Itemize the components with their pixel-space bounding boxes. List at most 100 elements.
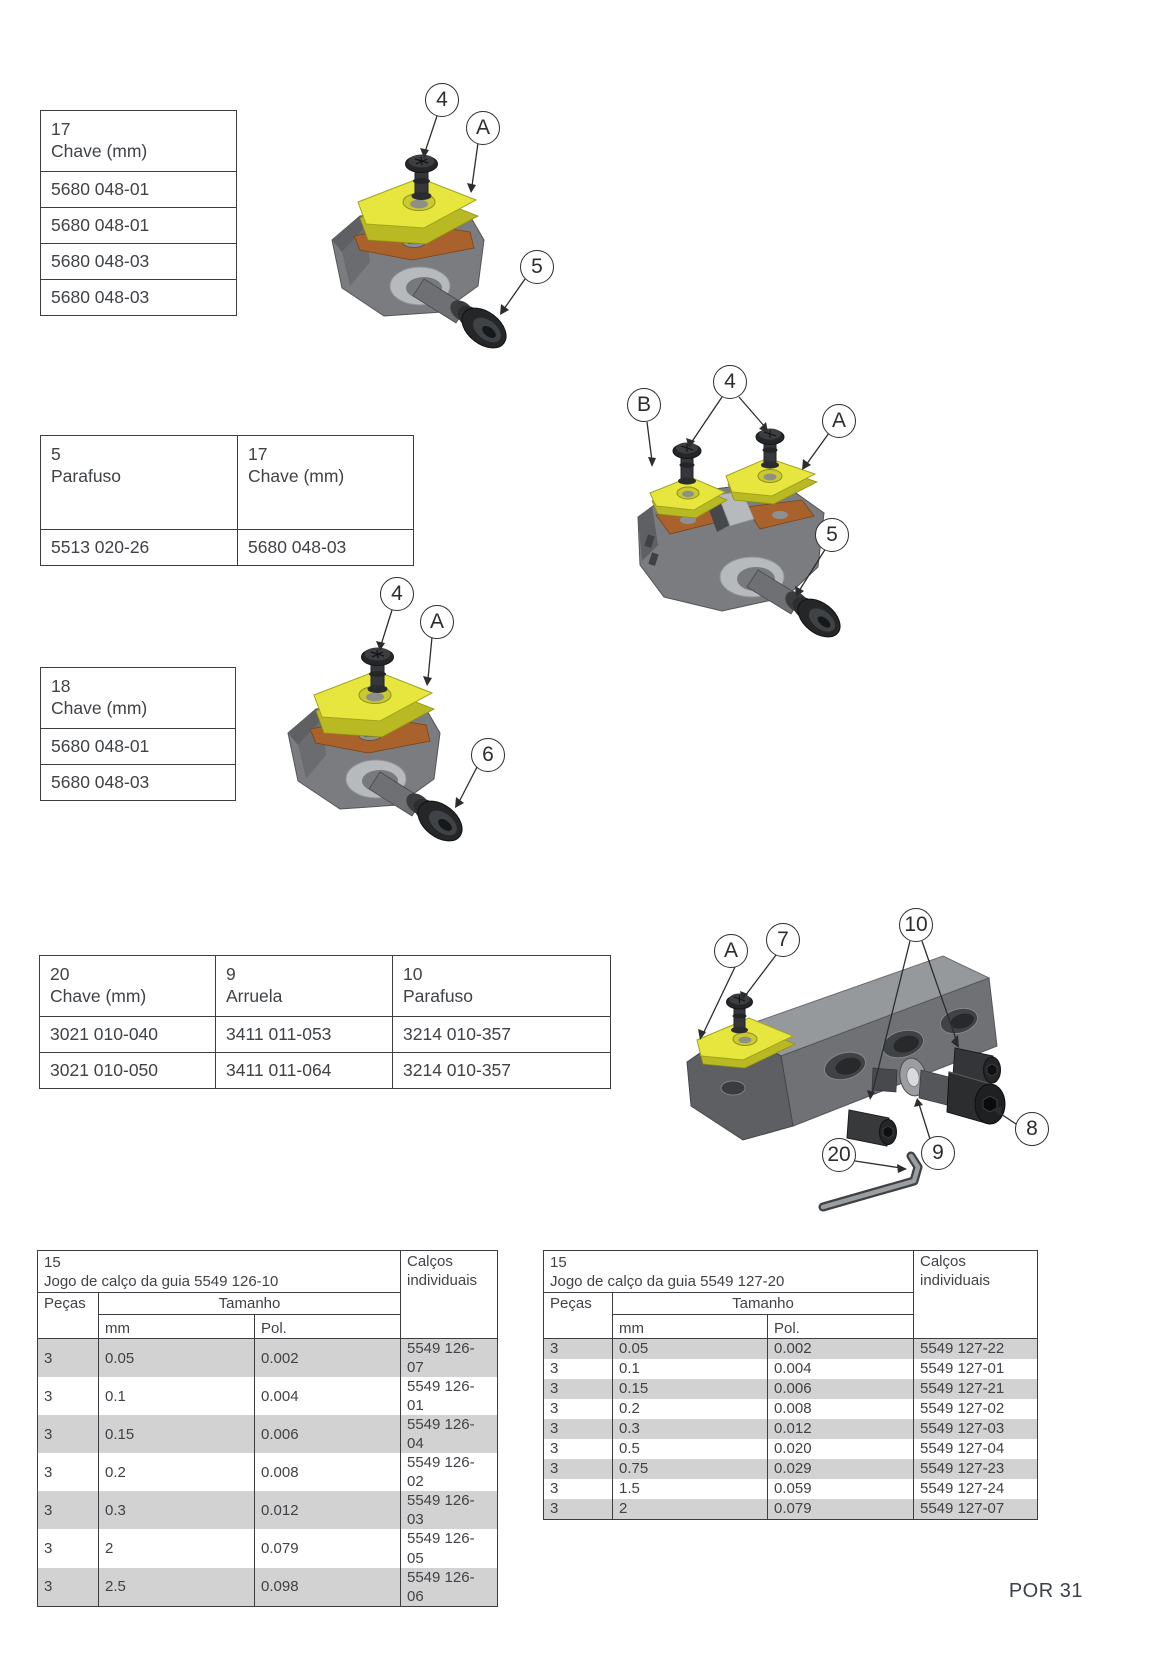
callout-A: A xyxy=(714,934,748,968)
shim-cell: 0.5 xyxy=(612,1439,768,1459)
callout-20: 20 xyxy=(822,1138,856,1172)
shim-cell: 0.004 xyxy=(254,1377,401,1416)
inch-header: Pol. xyxy=(254,1314,401,1339)
shim-cell: 5549 126-05 xyxy=(400,1529,498,1568)
shim-set-title: Jogo de calço da guia 5549 127-20 xyxy=(550,1273,785,1290)
shim-cell: 3 xyxy=(37,1415,99,1454)
part-number: 5680 048-03 xyxy=(40,764,236,801)
shim-cell: 5549 126-01 xyxy=(400,1377,498,1416)
part-number: 3021 010-040 xyxy=(39,1016,216,1053)
shim-cell: 0.3 xyxy=(98,1491,255,1530)
clamp-body-insert-screws xyxy=(287,646,471,850)
callout-8: 8 xyxy=(1015,1112,1049,1146)
callout-A: A xyxy=(822,404,856,438)
shim-set-title: Jogo de calço da guia 5549 126-10 xyxy=(44,1273,279,1290)
shim-cell: 2 xyxy=(98,1529,255,1568)
shim-cell: 5549 127-23 xyxy=(913,1459,1038,1479)
shim-cell: 0.079 xyxy=(254,1529,401,1568)
table-header-cell: 18 Chave (mm) xyxy=(40,667,236,729)
shim-cell: 0.05 xyxy=(612,1338,768,1359)
table-20-9-10: 20 Chave (mm) 9 Arruela 10 Parafuso 3021… xyxy=(39,955,611,1089)
shim-cell: 5549 127-04 xyxy=(913,1439,1038,1459)
shim-set-table-127: 15 Jogo de calço da guia 5549 127-20 Cal… xyxy=(543,1250,1038,1520)
item-number: 9 xyxy=(226,964,236,985)
shim-cell: 3 xyxy=(37,1491,99,1530)
inch-header: Pol. xyxy=(767,1314,914,1339)
shim-cell: 0.006 xyxy=(767,1379,914,1399)
table-title-cell: 15 Jogo de calço da guia 5549 127-20 xyxy=(543,1250,914,1293)
item-number: 18 xyxy=(51,676,71,697)
item-number: 10 xyxy=(403,964,423,985)
part-number: 5680 048-01 xyxy=(40,728,236,765)
exploded-view-clamp-1: 4 A 5 xyxy=(320,80,560,360)
clamp-drawing xyxy=(331,115,526,357)
table-header-cell: 17 Chave (mm) xyxy=(237,435,414,530)
part-number: 3214 010-357 xyxy=(392,1016,611,1053)
shim-cell: 0.008 xyxy=(767,1399,914,1419)
pieces-header: Peças xyxy=(37,1292,99,1339)
table-header-cell: 17 Chave (mm) xyxy=(40,110,237,172)
shim-cell: 3 xyxy=(37,1529,99,1568)
callout-4: 4 xyxy=(425,83,459,117)
part-number: 5680 048-01 xyxy=(40,207,237,244)
callout-A: A xyxy=(466,111,500,145)
part-number: 5680 048-03 xyxy=(40,243,237,280)
table-header-cell: 20 Chave (mm) xyxy=(39,955,216,1017)
shim-cell: 3 xyxy=(37,1338,99,1378)
clamp-body-insert-screws xyxy=(331,153,515,357)
shim-cell: 0.004 xyxy=(767,1359,914,1379)
item-number: 15 xyxy=(550,1253,567,1271)
column-label: Chave (mm) xyxy=(248,465,345,486)
shim-cell: 0.15 xyxy=(98,1415,255,1454)
shim-cell: 0.012 xyxy=(767,1419,914,1439)
shim-cell: 0.75 xyxy=(612,1459,768,1479)
shim-cell: 5549 126-04 xyxy=(400,1415,498,1454)
shim-cell: 1.5 xyxy=(612,1479,768,1499)
shim-cell: 0.008 xyxy=(254,1453,401,1492)
column-label: Chave (mm) xyxy=(51,698,148,718)
double-clamp-drawing xyxy=(637,396,841,638)
callout-6: 6 xyxy=(471,738,505,772)
exploded-view-clamp-2: B 4 A 5 xyxy=(600,345,880,645)
callout-7: 7 xyxy=(766,923,800,957)
shim-cell: 2.5 xyxy=(98,1567,255,1607)
shim-cell: 0.002 xyxy=(254,1338,401,1378)
shim-cell: 0.059 xyxy=(767,1479,914,1499)
column-label: Parafuso xyxy=(51,465,122,486)
shim-cell: 5549 127-24 xyxy=(913,1479,1038,1499)
shim-cell: 2 xyxy=(612,1499,768,1520)
pieces-header: Peças xyxy=(543,1292,613,1339)
shim-cell: 3 xyxy=(543,1439,613,1459)
callout-5: 5 xyxy=(815,518,849,552)
shim-cell: 0.098 xyxy=(254,1567,401,1607)
shim-cell: 5549 127-02 xyxy=(913,1399,1038,1419)
shim-cell: 0.1 xyxy=(612,1359,768,1379)
callout-4: 4 xyxy=(380,577,414,611)
part-number: 5680 048-03 xyxy=(40,279,237,316)
table-18-chave: 18 Chave (mm) 5680 048-01 5680 048-03 xyxy=(40,667,236,801)
shim-cell: 5549 127-07 xyxy=(913,1499,1038,1520)
table-title-cell: 15 Jogo de calço da guia 5549 126-10 xyxy=(37,1250,401,1293)
part-number: 3411 011-053 xyxy=(215,1016,393,1053)
column-label: Arruela xyxy=(226,986,283,1006)
callout-4: 4 xyxy=(713,365,747,399)
table-header-cell: 5 Parafuso xyxy=(40,435,238,530)
shim-cell: 3 xyxy=(543,1338,613,1359)
size-header: Tamanho xyxy=(612,1292,914,1315)
item-number: 20 xyxy=(50,964,70,985)
shim-cell: 0.15 xyxy=(612,1379,768,1399)
shim-cell: 5549 127-21 xyxy=(913,1379,1038,1399)
callout-9: 9 xyxy=(921,1136,955,1170)
